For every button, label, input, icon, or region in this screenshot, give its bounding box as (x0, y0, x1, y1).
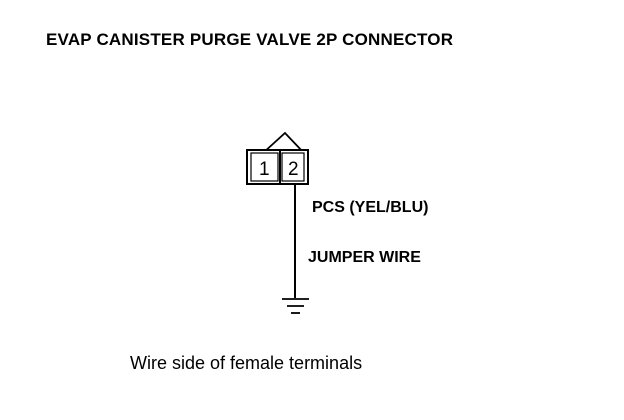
diagram-title: EVAP CANISTER PURGE VALVE 2P CONNECTOR (46, 30, 454, 49)
pin-1-label: 1 (259, 159, 270, 180)
diagram-caption: Wire side of female terminals (130, 353, 363, 373)
pin-2-label: 2 (288, 159, 299, 180)
jumper-wire-label: JUMPER WIRE (308, 249, 421, 266)
connector-cavity-1 (250, 152, 279, 182)
connector-lock-tab (262, 131, 305, 154)
pcs-wire-label: PCS (YEL/BLU) (312, 199, 429, 216)
connector-cavity-2 (281, 152, 305, 182)
ground-icon (282, 298, 309, 314)
